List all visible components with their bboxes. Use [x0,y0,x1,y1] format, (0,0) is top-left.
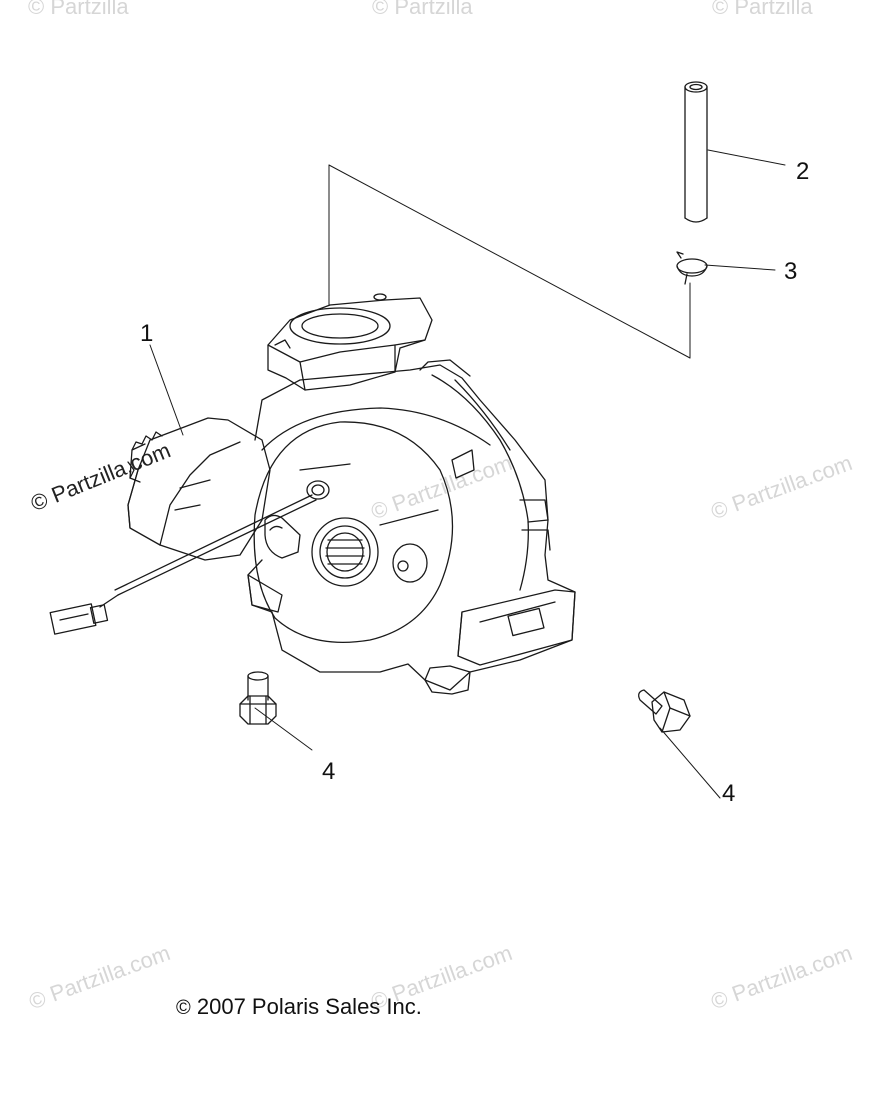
copyright-notice: © 2007 Polaris Sales Inc. [176,994,422,1020]
bolt-right [638,689,691,733]
callout-3: 3 [784,258,798,285]
watermark-top-center: © Partzilla [372,0,473,19]
copyright-text: 2007 Polaris Sales Inc. [190,994,422,1019]
watermark-top-left: © Partzilla [28,0,129,19]
gearcase-housing [127,293,576,695]
assembly-lines [149,149,786,799]
hose-clamp [676,251,708,285]
callout-1: 1 [140,320,154,347]
copyright-symbol: © [176,997,191,1019]
callout-4-right: 4 [722,780,736,807]
bolt-left [239,671,277,725]
sensor-wire-connector [49,494,317,635]
vent-hose [684,81,708,223]
callout-2: 2 [796,158,810,185]
watermark-top-right: © Partzilla [712,0,813,19]
callout-4-left: 4 [322,758,336,785]
